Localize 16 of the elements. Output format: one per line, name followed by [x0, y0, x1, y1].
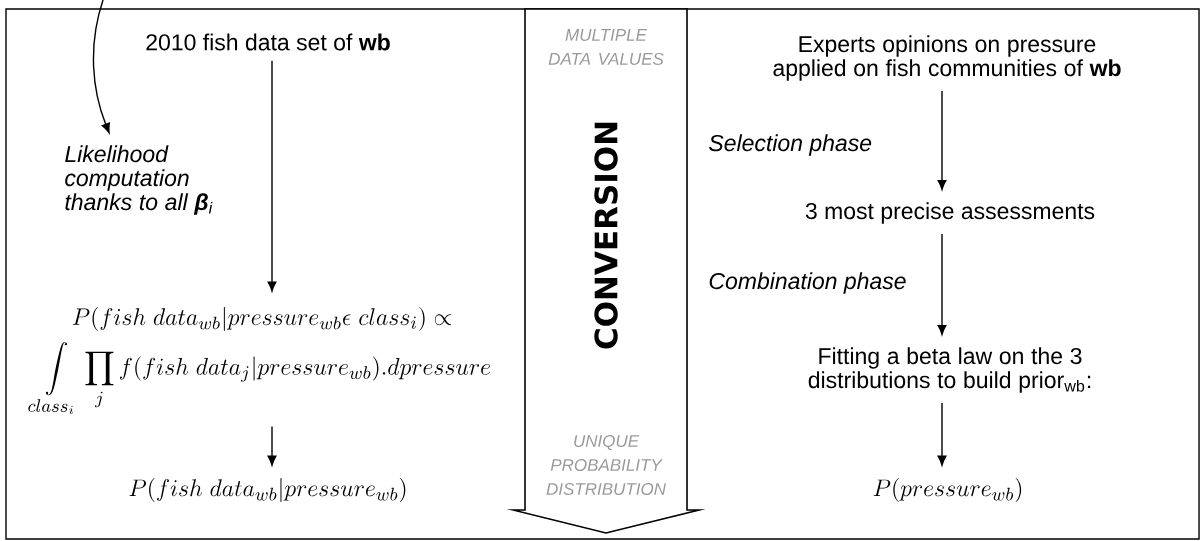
arrow [92, 0, 110, 134]
formula: $P(pressure_{wb})$ [873, 478, 1022, 503]
step-text: 2010 fish data set of wb [146, 33, 390, 51]
arrow [937, 233, 947, 335]
arrow [267, 60, 277, 292]
arrow [937, 402, 947, 466]
step-text: 3 most precise assessments [805, 202, 1095, 224]
arrow [937, 90, 947, 190]
formula: $P(fish\ data_{wb}|pressure_{wb})$ [129, 478, 406, 503]
formula: $\begin{gathered}P(fish\ data_{wb}|pressure_{wb}\epsilon\ class_{i})\propto\\ \int\limits_{class_{i}}\prod_{j}f(fish\ data_{j}|pressure_{wb}).dpressure\end{gathered}$ [28, 306, 491, 414]
step-text: Fitting a beta law on the 3 distributions to build prior$_{wb}$: [808, 347, 1091, 393]
step-text: Experts opinions on pressure applied on fish communities of wb [773, 35, 1121, 81]
arrow [267, 425, 277, 466]
edge-label: Combination phase [709, 272, 906, 294]
edge-label: Selection phase [709, 134, 872, 156]
step-text: Likelihood computation thanks to all β$_{i}$ [65, 145, 213, 215]
